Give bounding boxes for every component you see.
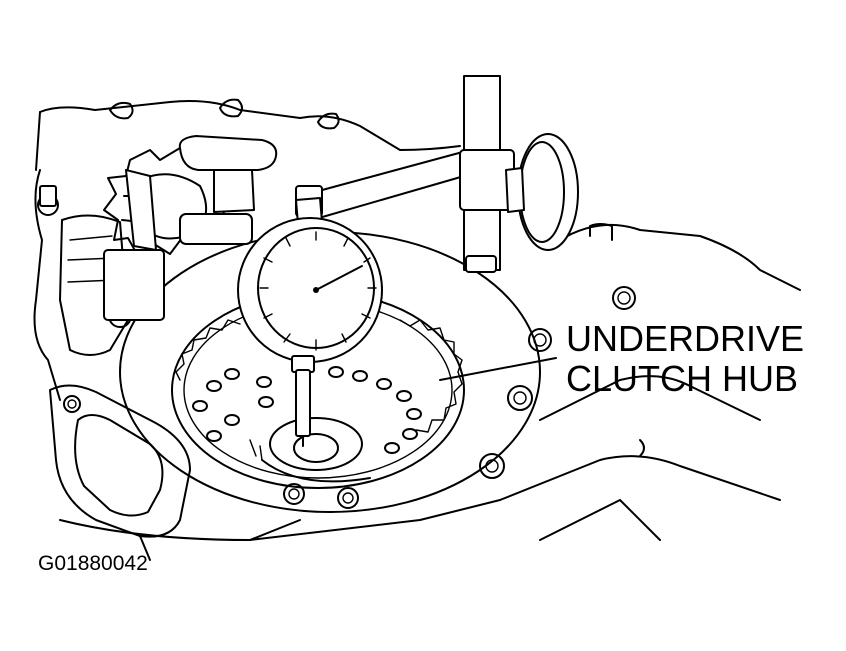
case-right: [249, 223, 801, 541]
callout-label-line-1: UNDERDRIVE: [566, 318, 805, 359]
figure-id: G01880042: [38, 552, 148, 575]
dial-indicator-gauge: [237, 197, 383, 447]
callout-leader: [439, 357, 557, 381]
indicator-arm: [295, 149, 479, 221]
stand-post: [459, 75, 579, 273]
callout-label-line-2: CLUTCH HUB: [566, 358, 799, 399]
hub-holes: [192, 366, 422, 454]
clamp-arm: [103, 135, 278, 321]
